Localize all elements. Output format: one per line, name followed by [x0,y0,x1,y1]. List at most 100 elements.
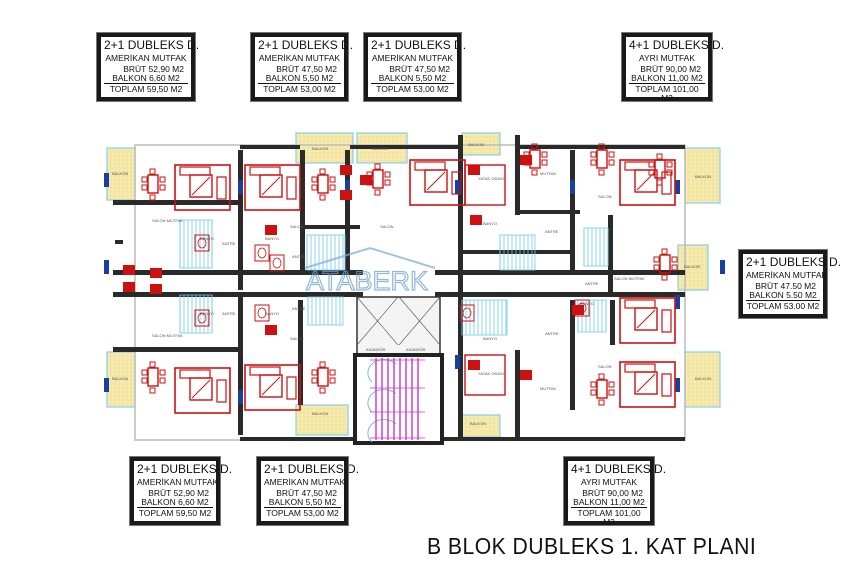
unit-balcony: BALKON 5,50 M2 [264,498,341,509]
room-label: BALKON [695,174,711,179]
room-label: ANTRE [222,311,236,316]
chair [311,369,318,376]
chair [149,194,156,201]
window [238,390,243,404]
room-label: BANYO [483,336,497,341]
balcony [295,404,349,436]
unit-info-box: 2+1 DUBLEKS D. AMERİKAN MUTFAK BRÜT 52,9… [96,32,199,102]
wall [520,210,580,214]
kitchen-unit [265,325,277,335]
room-label: ANTRE [292,254,306,259]
chair [319,361,326,368]
stair-arc [367,419,397,443]
elevator-cross [356,296,399,346]
kitchen-unit [520,155,532,165]
stair [179,219,213,269]
coffee-table-hatch [261,376,281,396]
chair [384,171,391,178]
wall [238,150,243,290]
unit-kitchen: AYRI MUTFAK [580,476,638,487]
unit-type: 4+1 DUBLEKS D. [571,462,667,476]
wall [345,150,350,270]
kitchen-unit [468,165,480,175]
unit-gross: BRÜT 47,50 M2 [276,487,337,498]
room-label: BALKON [112,376,128,381]
room-label: BALKON [684,264,700,269]
chair [329,176,336,183]
kitchen-unit [340,190,352,200]
room-label: SALON MUTFAK [614,276,645,281]
chair [608,151,615,158]
room-label: SALON MUTFAK [152,218,183,223]
stairs [367,358,425,443]
plan-title: B BLOK DUBLEKS 1. KAT PLANI [427,533,757,559]
chair [141,377,148,384]
unit-info-box: 4+1 DUBLEKS D. AYRI MUTFAK BRÜT 90,00 M2… [563,456,667,527]
unit-type: 2+1 DUBLEKS D. [746,255,842,269]
armchair [286,176,297,200]
window [675,378,680,392]
chair [661,248,668,255]
wall [440,437,685,441]
unit-balcony: BALKON 5,50 M2 [258,74,341,85]
chair [141,184,148,191]
unit-type: 2+1 DUBLEKS D. [371,38,467,52]
chair [666,169,673,176]
unit-balcony: BALKON 6,60 M2 [104,74,188,85]
window [104,260,109,274]
wall [240,145,300,149]
room-label: BANYO [265,311,279,316]
unit-type: 4+1 DUBLEKS D. [629,38,725,52]
bathroom-fixture [459,304,475,322]
chair [159,369,166,376]
elevator-cross [398,296,441,346]
chair [653,256,660,263]
unit-gross: BRÜT 52,90 M2 [123,63,184,74]
armchair [216,379,227,403]
chair [608,159,615,166]
elevator-label: ASANSÖR [406,347,426,352]
window [455,180,460,194]
chair [598,169,605,176]
kitchen-unit [123,265,135,275]
stair [499,234,536,271]
coffee-table-hatch [636,373,656,393]
unit-info-box: 4+1 DUBLEKS D. AYRI MUTFAK BRÜT 90,00 M2… [621,32,725,103]
unit-kitchen: AMERİKAN MUTFAK [105,52,187,63]
bathroom-fixture [194,234,210,252]
armchair [661,309,672,333]
stair [307,296,344,326]
coffee-table-hatch [191,379,211,399]
room-label: ANTRE [292,306,306,311]
chair [541,159,548,166]
unit-gross: BRÜT 90,00 M2 [640,63,701,74]
chair [149,168,156,175]
unit-kitchen: AMERİKAN MUTFAK [371,52,454,63]
unit-type: 2+1 DUBLEKS D. [264,462,360,476]
armchair [451,171,462,195]
room-label: BANYO [265,236,279,241]
toilet [197,312,207,324]
chair [648,161,655,168]
chair [159,184,166,191]
window [455,355,460,369]
watermark-text: ATABERK [306,266,428,296]
unit-total: TOPLAM 59,50 M2 [138,508,212,519]
room-label: ANTRE [545,229,559,234]
room-label: MUTFAK [540,171,557,176]
room-label: SALON [380,224,394,229]
chair [541,151,548,158]
room-label: SALON [598,194,612,199]
bathroom-fixture [254,244,270,262]
wall [515,350,520,440]
chair [329,184,336,191]
chair [590,159,597,166]
window [570,180,575,194]
armchair [286,376,297,400]
room-label: SALON [598,364,612,369]
toilet [257,247,267,259]
dining-table [596,149,608,169]
balcony [295,132,354,164]
stair [179,294,213,334]
balcony [684,147,721,204]
